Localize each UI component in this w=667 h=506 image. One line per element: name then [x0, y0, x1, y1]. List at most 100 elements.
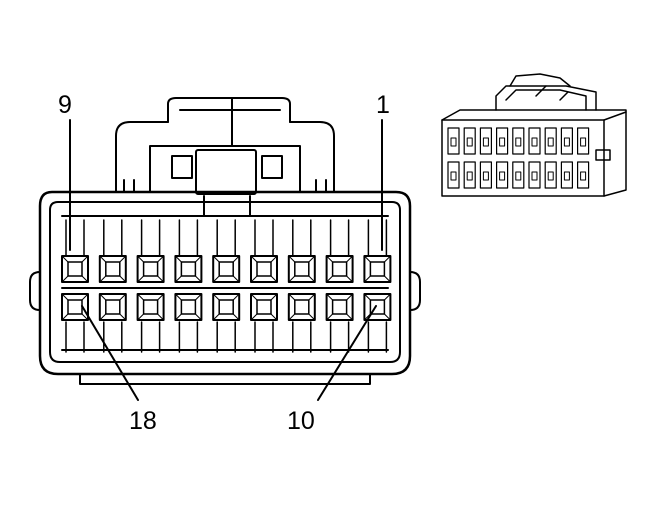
iso-pin-contact: [515, 137, 522, 147]
iso-pin-cavity: [447, 161, 460, 189]
bottom-pin-cavity: [212, 293, 241, 321]
latch-frame-right: [289, 121, 335, 193]
pin-label-1: 1: [376, 91, 390, 119]
iso-pin-contact: [547, 171, 554, 181]
iso-pin-contact: [499, 171, 506, 181]
top-pin-channel: [103, 219, 123, 257]
bottom-pin-channel: [254, 321, 274, 353]
iso-latch-lip: [535, 85, 569, 101]
iso-pin-cavity: [528, 161, 541, 189]
iso-pin-cavity: [576, 127, 590, 155]
iso-pin-cavity: [496, 127, 509, 155]
top-pin-channel: [65, 219, 85, 257]
iso-pin-cavity: [463, 161, 476, 189]
bottom-pin-channel: [178, 321, 199, 353]
latch-slot: [203, 195, 251, 217]
iso-side-bump: [595, 149, 611, 161]
iso-pin-contact: [466, 137, 473, 147]
top-pin-cavity: [363, 255, 392, 283]
connector-inner-wall: [49, 201, 401, 363]
latch-button-window-right: [261, 155, 283, 179]
right-side-tab: [409, 271, 421, 311]
top-pin-channel: [216, 219, 236, 257]
iso-pin-cavity: [496, 161, 509, 189]
iso-pin-cavity: [544, 127, 557, 155]
iso-pin-contact: [499, 137, 506, 147]
bottom-pin-channel: [329, 321, 350, 353]
iso-pin-cavity: [560, 161, 574, 189]
connector-face-view: 9 1 18 10: [29, 91, 421, 435]
bottom-pin-cavity: [250, 293, 278, 321]
bottom-pin-channel: [140, 321, 161, 353]
top-pin-cavity: [287, 255, 316, 283]
iso-body-front: [441, 119, 605, 197]
bottom-pin-channel: [103, 321, 123, 353]
iso-pin-contact: [531, 171, 538, 181]
latch-frame-left: [115, 121, 169, 193]
iso-pin-cavity: [463, 127, 476, 155]
iso-pin-contact: [450, 171, 457, 181]
bottom-pin-cavity: [136, 293, 165, 321]
top-pin-cavity: [136, 255, 165, 283]
iso-pin-contact: [580, 137, 587, 147]
iso-pin-cavity: [479, 161, 492, 189]
top-pin-cavity: [98, 255, 127, 283]
bottom-pin-cavity: [363, 293, 392, 321]
iso-pin-contact: [563, 171, 570, 181]
latch-notch-left: [123, 179, 135, 193]
bottom-flange: [79, 373, 371, 385]
iso-pin-cavity: [528, 127, 541, 155]
bottom-pin-channel: [216, 321, 236, 353]
iso-pin-cavity: [479, 127, 492, 155]
leader-line-pin-18: [81, 305, 139, 401]
left-side-tab: [29, 271, 41, 311]
top-pin-cavity: [174, 255, 203, 283]
iso-pin-contact: [450, 137, 457, 147]
iso-pin-cavity: [544, 161, 557, 189]
top-pin-channel: [329, 219, 350, 257]
top-pin-channel: [292, 219, 312, 257]
iso-pin-cavity: [512, 161, 525, 189]
iso-pin-cavity: [560, 127, 574, 155]
top-pin-cavity: [250, 255, 278, 283]
iso-latch-top: [509, 73, 571, 87]
iso-latch: [495, 85, 597, 111]
top-pin-channel: [140, 219, 161, 257]
top-pin-cavity: [212, 255, 241, 283]
pin-cavities: [61, 219, 392, 353]
iso-pin-cavity: [512, 127, 525, 155]
latch-notch-right: [315, 179, 327, 193]
bottom-pin-cavity: [287, 293, 316, 321]
iso-pin-contact: [466, 171, 473, 181]
bottom-pin-cavity: [325, 293, 354, 321]
top-pin-channel: [178, 219, 199, 257]
iso-pin-cavity: [447, 127, 460, 155]
connector-housing: [38, 190, 412, 376]
iso-pin-contact: [515, 171, 522, 181]
iso-cavities: [447, 127, 590, 189]
iso-pin-cavity: [576, 161, 590, 189]
bottom-pin-cavity: [61, 293, 89, 321]
pin-label-18: 18: [129, 407, 157, 435]
iso-latch-inner: [505, 89, 587, 111]
top-pin-channel: [254, 219, 274, 257]
iso-pin-contact: [482, 171, 489, 181]
pin-label-9: 9: [58, 91, 72, 119]
bottom-pin-cavity: [174, 293, 203, 321]
iso-pin-contact: [580, 171, 587, 181]
iso-pin-contact: [547, 137, 554, 147]
iso-pin-contact: [563, 137, 570, 147]
bottom-pin-channel: [367, 321, 388, 353]
iso-pin-contact: [482, 137, 489, 147]
bottom-pin-channel: [65, 321, 85, 353]
iso-body-side: [603, 111, 627, 197]
top-pin-cavity: [325, 255, 354, 283]
pin-label-10: 10: [287, 407, 315, 435]
latch-button-window-left: [171, 155, 193, 179]
bottom-pin-cavity: [98, 293, 127, 321]
bottom-pin-channel: [292, 321, 312, 353]
iso-pin-contact: [531, 137, 538, 147]
leader-line-pin-10: [317, 305, 377, 401]
top-pin-cavity: [61, 255, 89, 283]
